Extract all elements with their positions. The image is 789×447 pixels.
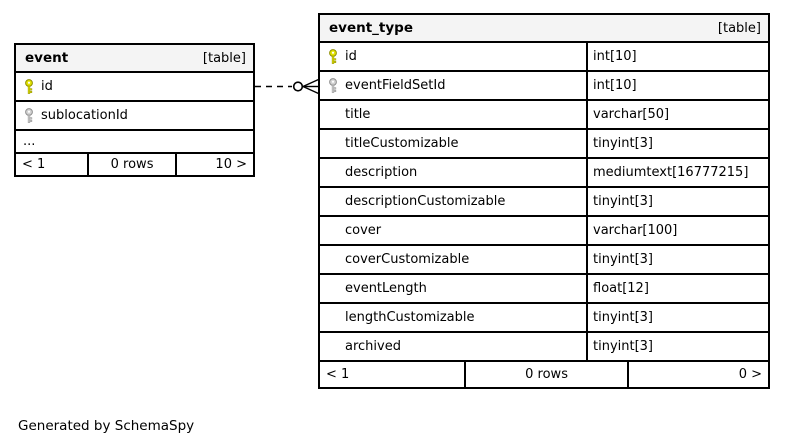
column-name: titleCustomizable (345, 136, 459, 151)
pager-next[interactable]: 10 > (175, 154, 253, 175)
table-event-header: event [table] (16, 45, 253, 73)
column-name: sublocationId (41, 108, 128, 123)
column-row[interactable]: titleCustomizable tinyint[3] (320, 130, 768, 159)
pager-prev[interactable]: < 1 (326, 367, 350, 382)
column-name: ... (23, 134, 36, 149)
table-event: event [table] id sublocationId... < 1 0 r… (14, 43, 255, 177)
column-name: descriptionCustomizable (345, 194, 506, 209)
column-name: description (345, 165, 418, 180)
table-event-type-header: event_type [table] (320, 15, 768, 43)
row-count: 0 rows (86, 154, 175, 175)
foreign-key-icon (329, 78, 337, 93)
table-name[interactable]: event_type (329, 20, 413, 36)
zero-cardinality-circle-icon (292, 81, 304, 92)
column-type: int[10] (586, 43, 768, 70)
column-name: archived (345, 339, 401, 354)
column-row[interactable]: id (16, 73, 253, 102)
column-row[interactable]: id int[10] (320, 43, 768, 72)
column-row[interactable]: description mediumtext[16777215] (320, 159, 768, 188)
primary-key-icon (329, 49, 337, 64)
column-name: coverCustomizable (345, 252, 470, 267)
column-name: id (41, 79, 53, 94)
column-type: varchar[100] (586, 217, 768, 244)
column-type: tinyint[3] (586, 130, 768, 157)
generated-by-caption: Generated by SchemaSpy (18, 418, 195, 434)
column-row[interactable]: archived tinyint[3] (320, 333, 768, 362)
column-row[interactable]: title varchar[50] (320, 101, 768, 130)
column-name: eventFieldSetId (345, 78, 446, 93)
table-event-type-footer: < 1 0 rows 0 > (320, 362, 768, 387)
column-row[interactable]: lengthCustomizable tinyint[3] (320, 304, 768, 333)
column-name: eventLength (345, 281, 427, 296)
column-row[interactable]: eventLength float[12] (320, 275, 768, 304)
foreign-key-icon (25, 108, 33, 123)
column-type: tinyint[3] (586, 304, 768, 331)
primary-key-icon (25, 79, 33, 94)
crow-foot-many-icon (302, 78, 319, 95)
column-name: lengthCustomizable (345, 310, 475, 325)
table-event-footer: < 1 0 rows 10 > (16, 154, 253, 175)
column-row[interactable]: eventFieldSetId int[10] (320, 72, 768, 101)
column-row[interactable]: cover varchar[100] (320, 217, 768, 246)
column-name: title (345, 107, 371, 122)
table-type-badge: [table] (717, 20, 761, 36)
table-type-badge: [table] (202, 50, 246, 66)
column-type: tinyint[3] (586, 188, 768, 215)
column-row[interactable]: coverCustomizable tinyint[3] (320, 246, 768, 275)
column-type: tinyint[3] (586, 246, 768, 273)
column-name: id (345, 49, 357, 64)
pager-prev[interactable]: < 1 (22, 157, 46, 172)
column-type: float[12] (586, 275, 768, 302)
more-columns-row[interactable]: ... (16, 131, 253, 154)
column-row[interactable]: descriptionCustomizable tinyint[3] (320, 188, 768, 217)
table-name[interactable]: event (25, 50, 69, 66)
pager-next[interactable]: 0 > (627, 362, 768, 387)
column-type: tinyint[3] (586, 333, 768, 360)
row-count: 0 rows (463, 362, 628, 387)
column-type: int[10] (586, 72, 768, 99)
column-type: mediumtext[16777215] (586, 159, 768, 186)
column-row[interactable]: sublocationId (16, 102, 253, 131)
column-type: varchar[50] (586, 101, 768, 128)
column-name: cover (345, 223, 382, 238)
relationship-connector (255, 78, 319, 95)
